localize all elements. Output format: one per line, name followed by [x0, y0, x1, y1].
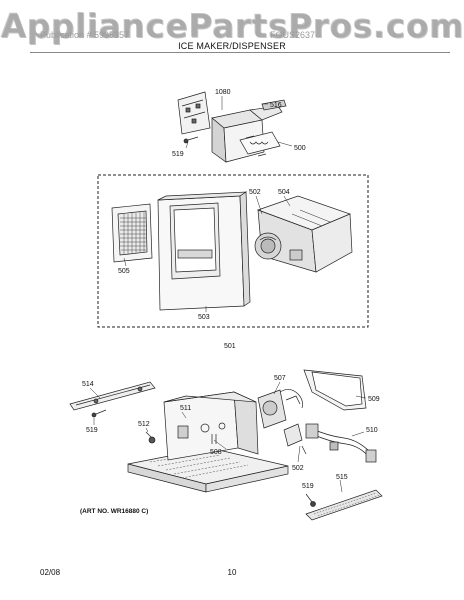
publication-number: Publication # 5995357: [40, 30, 130, 40]
callout-511: 511: [180, 405, 191, 412]
callout-501: 501: [224, 343, 236, 350]
callout-519-left: 519: [86, 427, 98, 434]
callout-500: 500: [294, 145, 306, 152]
callout-510: 510: [366, 427, 378, 434]
cover-plate: [303, 369, 367, 411]
dispenser-front-panel: [157, 191, 251, 311]
callout-504: 504: [278, 189, 290, 196]
dispenser-group-box: [97, 174, 369, 328]
watermark-text: AppliancePartsPros.com: [0, 6, 464, 45]
callout-1080: 1080: [215, 89, 231, 96]
title-rule: [30, 52, 450, 53]
duct-bracket: [69, 381, 156, 411]
callout-505: 505: [118, 268, 130, 275]
trim-strip: [305, 489, 383, 521]
dispenser-motor: [257, 389, 303, 429]
callout-514: 514: [82, 381, 94, 388]
callout-515: 515: [336, 474, 348, 481]
callout-leaders: [89, 96, 367, 493]
callout-503: 503: [198, 314, 210, 321]
footer-date: 02/08: [40, 568, 61, 577]
callout-516: 516: [270, 102, 282, 109]
screw-519-bottom: [305, 493, 316, 507]
dispenser-base-tray: [127, 447, 289, 493]
callout-502: 502: [249, 189, 261, 196]
callout-502-lower: 502: [292, 465, 304, 472]
ice-maker-assembly: [211, 99, 287, 163]
callout-508: 508: [210, 449, 222, 456]
callout-519-bottom: 519: [302, 483, 314, 490]
part-502-lower: [283, 423, 307, 455]
model-number: FGUS2637: [270, 30, 316, 40]
callout-509: 509: [368, 396, 380, 403]
page-number: 10: [227, 568, 237, 577]
screw-512: [145, 431, 156, 444]
dispenser-control-housing: [163, 391, 259, 461]
callout-512: 512: [138, 421, 150, 428]
ice-bucket-housing: [254, 195, 353, 273]
art-number: (ART NO. WR16880 C): [80, 508, 149, 515]
ice-maker-bracket: [177, 91, 211, 135]
screw-519-top: [183, 136, 199, 144]
screw-519-left: [91, 409, 107, 418]
callout-507: 507: [274, 375, 286, 382]
dispenser-grille: [111, 203, 153, 263]
section-title: ICE MAKER/DISPENSER: [178, 41, 286, 51]
callout-519-top: 519: [172, 151, 184, 158]
wire-harness: [305, 423, 377, 463]
